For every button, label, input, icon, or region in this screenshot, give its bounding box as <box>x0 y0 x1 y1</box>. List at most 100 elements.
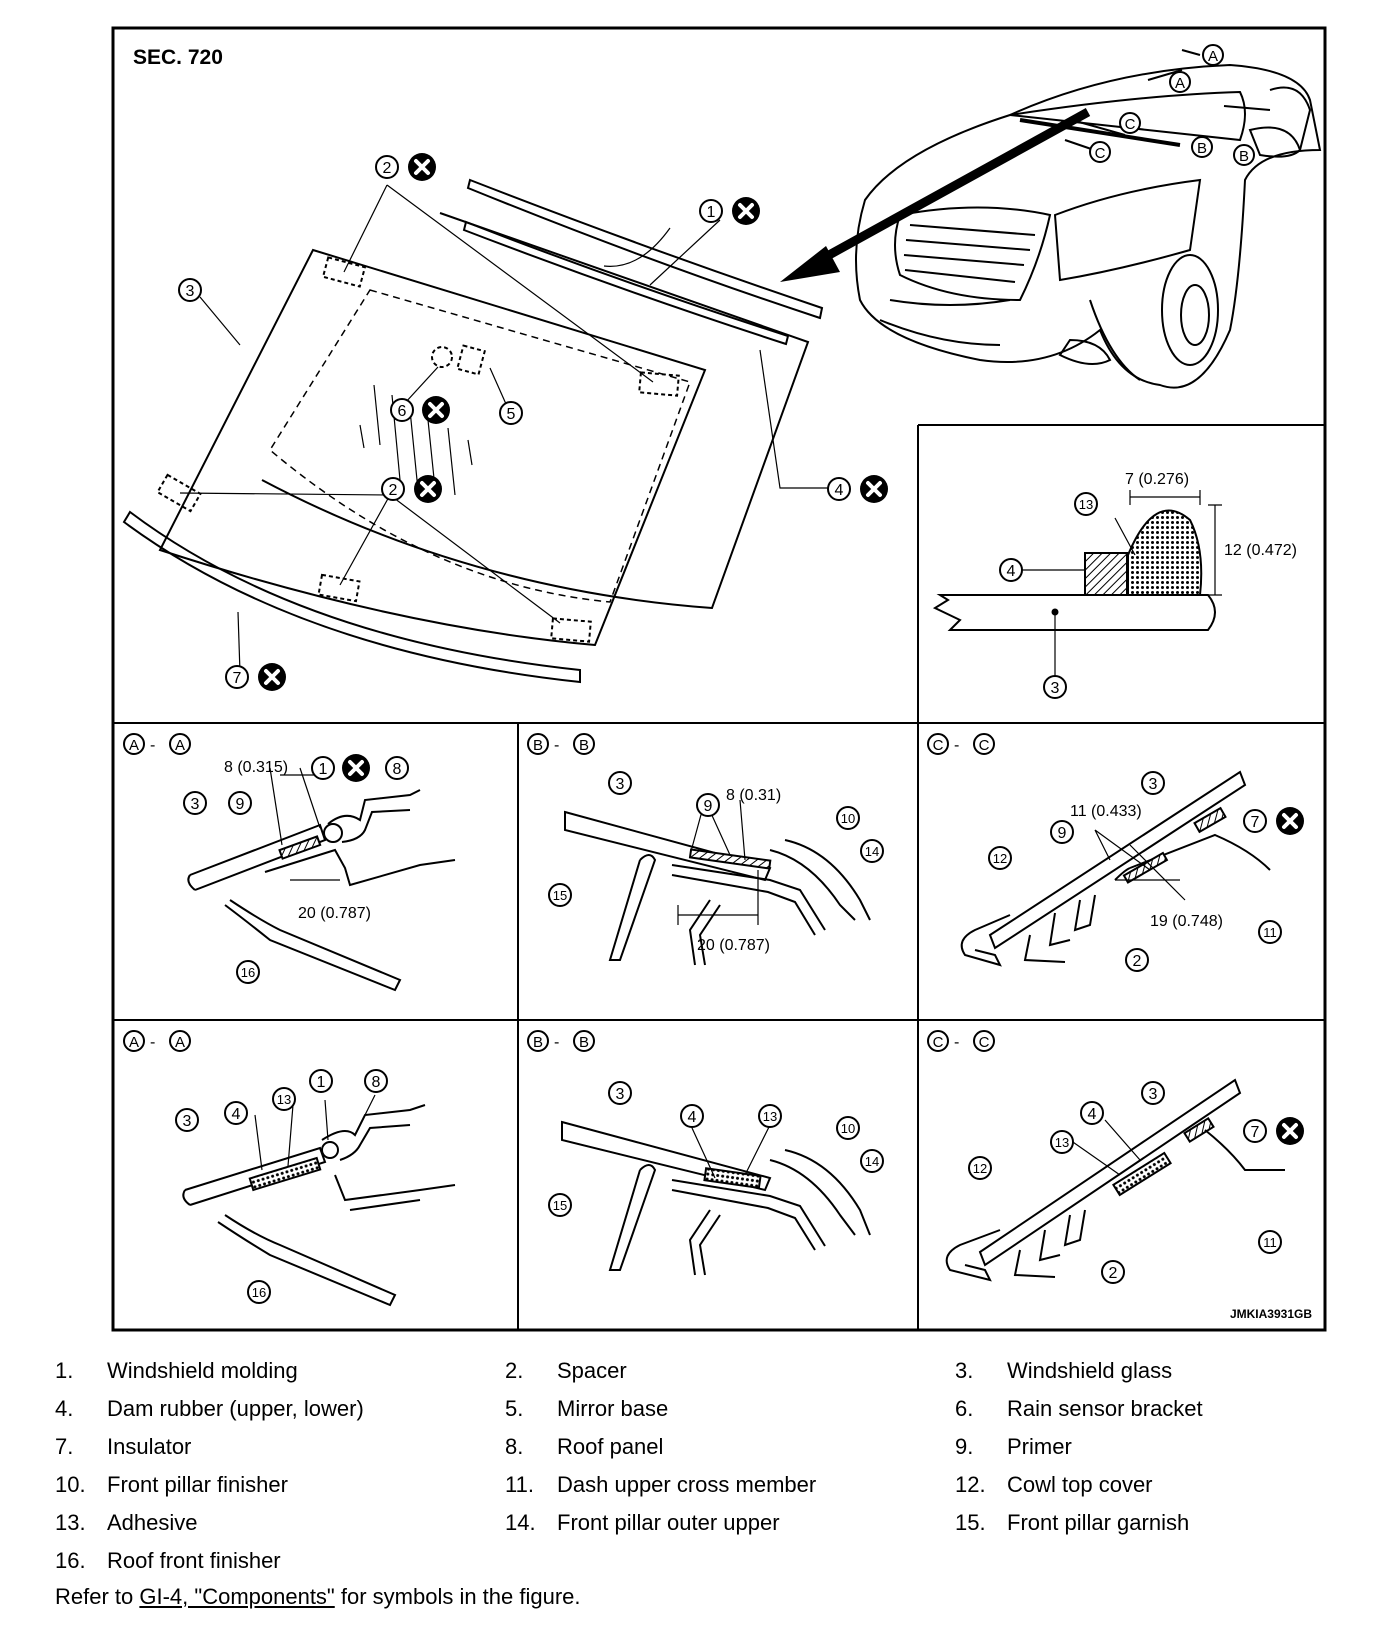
section-title-aa: A - A <box>123 733 191 755</box>
windshield-glass <box>158 248 707 647</box>
svg-text:1: 1 <box>317 1074 326 1091</box>
svg-text:8 (0.315): 8 (0.315) <box>224 759 288 776</box>
svg-text:9: 9 <box>704 798 713 815</box>
legend-label: Adhesive <box>107 1510 198 1535</box>
legend-number: 9. <box>955 1434 974 1459</box>
rain-sensor-bracket <box>431 346 453 368</box>
svg-text:-: - <box>554 1034 559 1051</box>
lower-insulator <box>122 510 581 684</box>
upper-molding <box>466 178 824 320</box>
spacer <box>321 256 367 288</box>
callout-5-main: 5 <box>499 401 523 425</box>
svg-text:3: 3 <box>183 1113 192 1130</box>
figure-code: JMKIA3931GB <box>1230 1307 1312 1321</box>
svg-text:7: 7 <box>1251 1124 1260 1141</box>
svg-text:B: B <box>579 737 589 754</box>
svg-text:6: 6 <box>398 403 407 420</box>
callout-2-mid: 2 <box>381 473 444 505</box>
svg-text:3: 3 <box>1149 1086 1158 1103</box>
svg-text:15: 15 <box>553 888 567 903</box>
upper-dam <box>462 220 790 346</box>
svg-text:10: 10 <box>841 1121 855 1136</box>
section-title-aa-2: A - A <box>123 1030 191 1052</box>
callout-6-main: 6 <box>390 394 452 426</box>
section-title-cc: C - C <box>927 733 995 755</box>
svg-text:16: 16 <box>241 965 255 980</box>
legend-number: 14. <box>505 1510 536 1535</box>
svg-text:15: 15 <box>553 1198 567 1213</box>
svg-text:11: 11 <box>1263 1235 1277 1250</box>
callout-7-main: 7 <box>225 661 288 693</box>
svg-text:20 (0.787): 20 (0.787) <box>697 937 770 954</box>
svg-text:7: 7 <box>233 670 242 687</box>
svg-text:14: 14 <box>865 1154 879 1169</box>
footer-prefix: Refer to <box>55 1584 140 1609</box>
svg-text:2: 2 <box>1109 1265 1118 1282</box>
windshield-assembly <box>122 178 838 684</box>
legend-number: 16. <box>55 1548 86 1573</box>
svg-text:2: 2 <box>1133 953 1142 970</box>
legend-number: 11. <box>505 1472 534 1497</box>
svg-text:5: 5 <box>507 406 516 423</box>
legend-label: Roof panel <box>557 1434 664 1459</box>
legend-label: Front pillar finisher <box>107 1472 288 1497</box>
callout-13-bead: 13 <box>1074 492 1098 516</box>
bead-width-dimension: 7 (0.276) <box>1125 471 1189 488</box>
legend-number: 7. <box>55 1434 74 1459</box>
section-title: SEC. 720 <box>133 46 223 69</box>
footer-note: Refer to GI-4, "Components" for symbols … <box>55 1582 581 1612</box>
svg-text:-: - <box>150 1034 155 1051</box>
svg-text:4: 4 <box>1007 563 1016 580</box>
spacer <box>638 371 680 397</box>
legend-label: Cowl top cover <box>1007 1472 1153 1497</box>
svg-text:3: 3 <box>1149 776 1158 793</box>
svg-text:3: 3 <box>1051 680 1060 697</box>
svg-text:12: 12 <box>973 1161 987 1176</box>
callout-4-main: 4 <box>827 473 890 505</box>
spacer <box>550 617 592 643</box>
legend-number: 3. <box>955 1358 974 1383</box>
legend-label: Rain sensor bracket <box>1007 1396 1203 1421</box>
legend-label: Mirror base <box>557 1396 669 1421</box>
svg-text:11 (0.433): 11 (0.433) <box>1070 803 1142 820</box>
leader-line <box>343 184 654 383</box>
svg-text:B: B <box>533 1034 543 1051</box>
svg-text:B: B <box>533 737 543 754</box>
svg-text:A: A <box>1208 48 1218 65</box>
dam-rubber-block <box>1084 552 1128 596</box>
svg-text:9: 9 <box>1058 825 1067 842</box>
svg-text:14: 14 <box>865 844 879 859</box>
legend-label: Dash upper cross member <box>557 1472 817 1497</box>
footer-suffix: for symbols in the figure. <box>334 1584 581 1609</box>
callout-4-bead: 4 <box>999 558 1023 582</box>
svg-text:1: 1 <box>319 761 328 778</box>
svg-text:1: 1 <box>707 204 716 221</box>
legend-label: Windshield glass <box>1007 1358 1173 1383</box>
leader-line <box>649 219 721 286</box>
svg-text:C: C <box>933 1034 944 1051</box>
car-section-labels: A A C C B B <box>1089 44 1255 166</box>
section-aa-adhesive: A - A 3 4 13 1 8 16 <box>123 1030 456 1307</box>
svg-text:-: - <box>954 1034 959 1051</box>
svg-text:4: 4 <box>688 1109 697 1126</box>
svg-text:B: B <box>579 1034 589 1051</box>
svg-text:8: 8 <box>372 1074 381 1091</box>
spacer <box>317 573 361 603</box>
spacer <box>156 473 202 513</box>
bead-height-dimension: 12 (0.472) <box>1224 542 1297 559</box>
adhesive-bead <box>1127 509 1203 596</box>
components-link[interactable]: GI-4, "Components" <box>139 1584 335 1609</box>
svg-text:16: 16 <box>252 1285 266 1300</box>
svg-text:3: 3 <box>616 776 625 793</box>
leader-line <box>179 492 561 624</box>
windshield-back-outline <box>261 212 810 610</box>
legend-number: 4. <box>55 1396 74 1421</box>
callout-2-top: 2 <box>375 151 438 183</box>
callout-3-bead: 3 <box>1043 675 1067 699</box>
car-illustration <box>855 63 1322 389</box>
legend-label: Front pillar garnish <box>1007 1510 1190 1535</box>
svg-text:C: C <box>1095 145 1106 162</box>
legend-label: Primer <box>1007 1434 1072 1459</box>
section-title-bb: B - B <box>527 733 595 755</box>
svg-text:C: C <box>979 1034 990 1051</box>
